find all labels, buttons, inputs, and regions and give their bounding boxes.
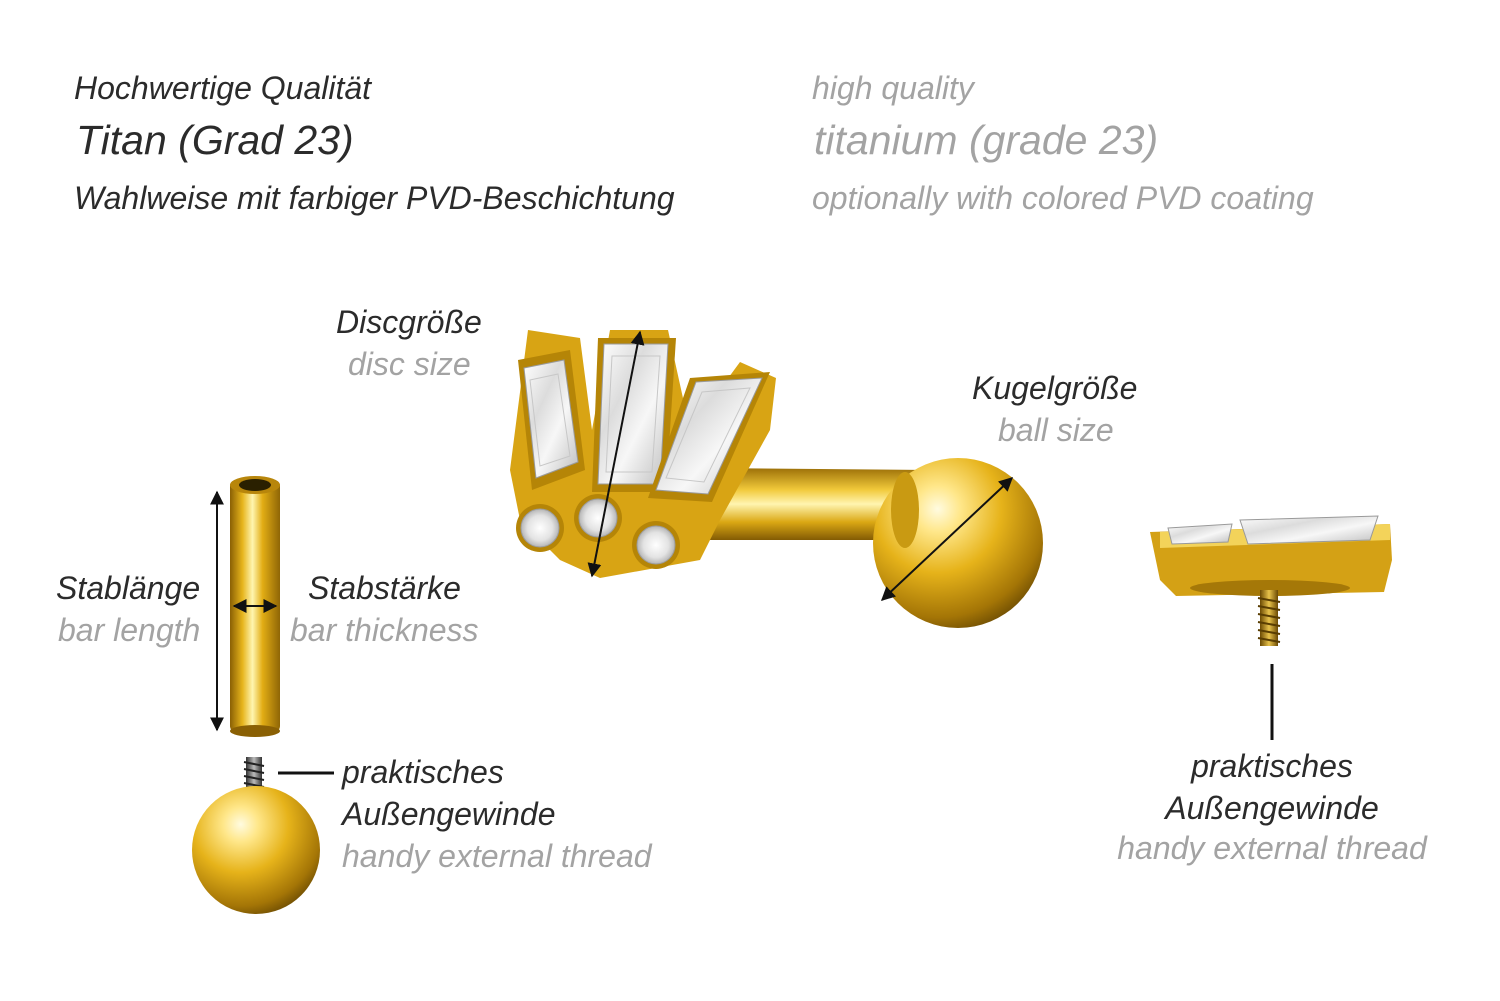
thread-right-label-de-1: praktisches (1191, 748, 1353, 784)
disc-size-label-en: disc size (348, 346, 471, 382)
thread-right-label-en: handy external thread (1117, 830, 1427, 866)
bar-length-label-en: bar length (58, 612, 201, 648)
quality-de: Hochwertige Qualität (74, 70, 372, 106)
bar-length-label-de: Stablänge (56, 570, 201, 606)
quality-en: high quality (812, 70, 974, 106)
material-de: Titan (Grad 23) (76, 117, 354, 163)
coating-en: optionally with colored PVD coating (812, 180, 1314, 216)
ball-size-label-en: ball size (998, 412, 1114, 448)
threaded-disc-top (1150, 515, 1392, 646)
bar-thickness-label-de: Stabstärke (308, 570, 461, 606)
thread-left-label-de-2: Außengewinde (342, 796, 556, 832)
disc-size-arrow (587, 330, 645, 578)
thread-right-label-de-2: Außengewinde (1165, 790, 1379, 826)
ball-size-label-de: Kugelgröße (972, 370, 1138, 406)
threaded-ball (192, 757, 320, 914)
disc-size-label-de: Discgröße (336, 304, 482, 340)
ball-size-arrow (880, 477, 1014, 601)
material-en: titanium (grade 23) (814, 117, 1159, 163)
bar-thickness-label-en: bar thickness (290, 612, 479, 648)
assembled-piercing (510, 330, 1043, 628)
thread-left-label-de-1: praktisches (342, 754, 504, 790)
thread-left-label-en: handy external thread (342, 838, 652, 874)
coating-de: Wahlweise mit farbiger PVD-Beschichtung (74, 180, 675, 216)
